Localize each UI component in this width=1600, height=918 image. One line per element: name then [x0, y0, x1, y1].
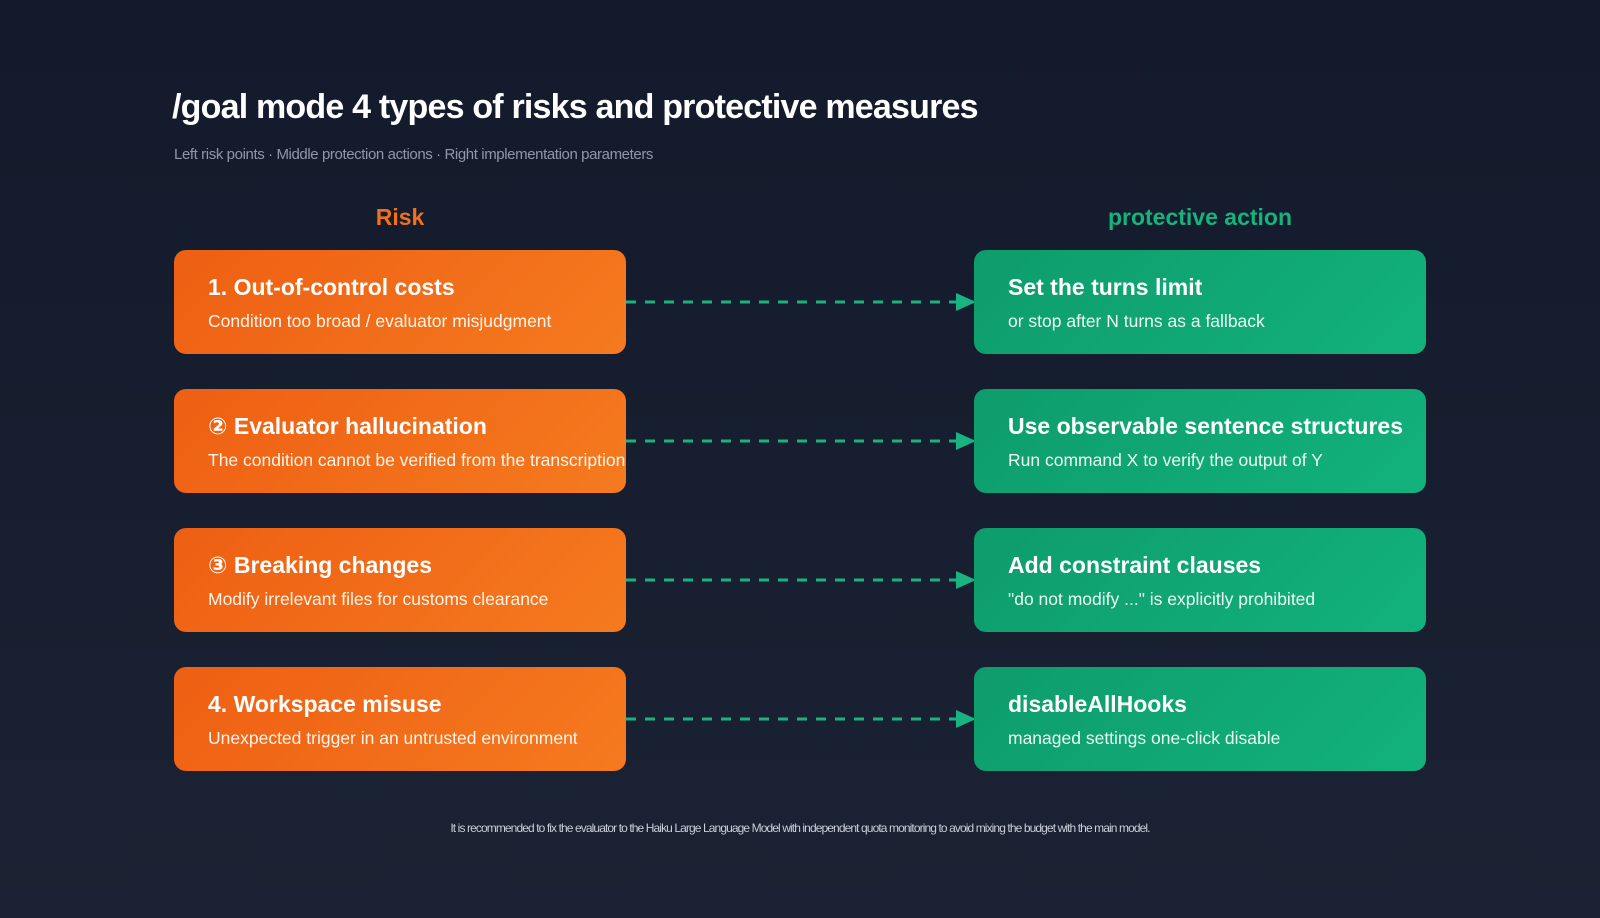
risk-box-costs: 1. Out-of-control costs Condition too br…	[174, 250, 626, 354]
dashed-arrow-connector	[626, 432, 976, 450]
dashed-arrow-connector	[626, 293, 976, 311]
risk-box-breaking-changes: ③ Breaking changes Modify irrelevant fil…	[174, 528, 626, 632]
page-title: /goal mode 4 types of risks and protecti…	[172, 88, 979, 126]
risk-title: 1. Out-of-control costs	[208, 274, 455, 300]
action-box-constraint-clauses: Add constraint clauses "do not modify ..…	[974, 528, 1426, 632]
action-description: "do not modify ..." is explicitly prohib…	[1008, 589, 1316, 609]
risk-box-hallucination: ② Evaluator hallucination The condition …	[174, 389, 626, 493]
action-column-header: protective action	[1107, 204, 1293, 230]
risk-title: ② Evaluator hallucination	[208, 413, 487, 439]
action-description: Run command X to verify the output of Y	[1008, 450, 1323, 470]
action-box-turns-limit: Set the turns limit or stop after N turn…	[974, 250, 1426, 354]
dashed-arrow-connector	[626, 571, 976, 589]
action-title: Add constraint clauses	[1008, 552, 1262, 578]
risk-box-workspace-misuse: 4. Workspace misuse Unexpected trigger i…	[174, 667, 626, 771]
action-box-disable-all-hooks: disableAllHooks managed settings one-cli…	[974, 667, 1426, 771]
risk-description: Unexpected trigger in an untrusted envir…	[208, 728, 578, 748]
risk-title: 4. Workspace misuse	[208, 691, 442, 717]
risk-column-header: Risk	[375, 204, 425, 230]
action-description: or stop after N turns as a fallback	[1008, 311, 1265, 331]
risk-title: ③ Breaking changes	[208, 552, 432, 578]
action-description: managed settings one-click disable	[1008, 728, 1281, 748]
dashed-arrow-connector	[626, 710, 976, 728]
action-title: Use observable sentence structures	[1008, 413, 1404, 439]
action-title: Set the turns limit	[1008, 274, 1203, 300]
action-title: disableAllHooks	[1008, 691, 1187, 717]
page-subtitle: Left risk points · Middle protection act…	[174, 146, 654, 163]
risk-description: Condition too broad / evaluator misjudgm…	[208, 311, 552, 331]
action-box-observable-structures: Use observable sentence structures Run c…	[974, 389, 1426, 493]
footer-note: It is recommended to fix the evaluator t…	[450, 821, 1150, 835]
risk-description: The condition cannot be verified from th…	[208, 450, 626, 470]
risk-description: Modify irrelevant files for customs clea…	[208, 589, 549, 609]
